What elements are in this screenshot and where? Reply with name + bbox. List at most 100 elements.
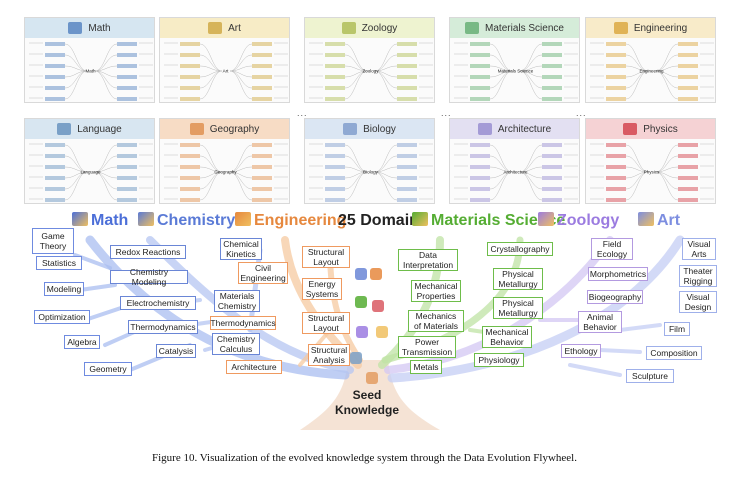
mindmap-center-label: Art [223,69,229,74]
domain-emblem-icon [366,372,378,384]
twig [570,365,620,375]
topic-box-zoology: Field Ecology [591,238,633,260]
domain-title-row: Math Chemistry Engineering 25 Domains Ma… [70,212,710,236]
topic-box-materials: Mechanics of Materials [408,310,464,332]
mindmap-center-label: Engineering [639,69,663,74]
mindmap-preview: Language [25,139,155,204]
topic-box-engineering: Architecture [226,360,282,374]
topic-box-math: Geometry [84,362,132,376]
domain-icon [57,123,71,135]
topic-box-engineering: Structural Layout [302,312,350,334]
topic-box-materials: Data Interpretation [398,249,458,271]
domain-emblem-icon [350,352,362,364]
topic-box-art: Visual Design [679,291,717,313]
domain-emblem-icon [372,300,384,312]
thumbnail-title: Physics [643,124,677,135]
topic-box-materials: Physiology [474,353,524,367]
topic-box-materials: Crystallography [487,242,553,256]
mindmap-preview: Geography [160,139,290,204]
domain-emblem-icon [355,296,367,308]
thumbnail-math: MathMath [24,17,155,103]
domain-icon [343,123,357,135]
figure-caption: Figure 10. Visualization of the evolved … [0,452,729,464]
topic-box-chemistry: Chemistry Modeling [110,270,188,284]
ellipsis: ... [441,108,452,118]
domain-emblem-icon [355,268,367,280]
domain-icon [623,123,637,135]
topic-box-zoology: Morphometrics [588,267,648,281]
topic-box-materials: Mechanical Behavior [482,326,532,348]
mindmap-preview: Biology [305,139,435,204]
thumbnail-header: Biology [305,119,434,139]
topic-box-engineering: Civil Engineering [238,262,288,284]
ellipsis: ... [576,108,587,118]
thumbnail-header: Art [160,18,289,38]
thumbnail-title: Zoology [362,23,398,34]
twig [80,285,115,290]
topic-box-materials: Metals [410,360,442,374]
thumbnail-title: Math [88,23,110,34]
topic-box-chemistry: Electrochemistry [120,296,196,310]
topic-box-math: Algebra [64,335,100,349]
domain-icon [465,22,479,34]
mindmap-center-label: Language [80,170,100,175]
mindmap-preview: Physics [586,139,716,204]
topic-box-zoology: Ethology [561,344,601,358]
topic-box-materials: Physical Metallurgy [493,297,543,319]
mindmap-center-label: Math [85,69,95,74]
topic-box-materials: Physical Metallurgy [493,268,543,290]
thumbnail-title: Materials Science [485,23,564,34]
art-icon [638,212,654,226]
chemistry-icon [138,212,154,226]
topic-box-chemistry: Catalysis [156,344,196,358]
domain-engineering: Engineering [235,212,346,230]
twig [620,325,660,330]
topic-box-engineering: Energy Systems [302,278,342,300]
domain-icon [208,22,222,34]
mindmap-preview: Art [160,38,290,103]
mindmap-center-label: Zoology [362,69,378,74]
math-icon [72,212,88,226]
topic-box-materials: Power Transmission [398,336,456,358]
ellipsis: ... [297,108,308,118]
topic-box-art: Composition [646,346,702,360]
topic-box-math: Game Theory [32,228,74,254]
thumbnail-biology: BiologyBiology [304,118,435,204]
domain-icon [614,22,628,34]
domain-zoology: Zoology [538,212,619,230]
topic-box-engineering: Structural Analysis [308,344,350,366]
thumbnail-title: Biology [363,124,396,135]
thumbnail-title: Geography [210,124,259,135]
thumbnail-title: Language [77,124,122,135]
topic-box-engineering: Structural Layout [302,246,350,268]
topic-box-art: Sculpture [626,369,674,383]
mindmap-center-label: Geography [214,170,236,175]
domain-emblem-icon [370,268,382,280]
topic-box-math: Statistics [36,256,82,270]
materials-science-icon [412,212,428,226]
thumbnail-title: Engineering [634,23,687,34]
domain-emblem-icon [356,326,368,338]
thumbnail-header: Math [25,18,154,38]
mindmap-center-label: Architecture [503,170,527,175]
topic-box-chemistry: Chemical Kinetics [220,238,262,260]
mindmap-preview: Math [25,38,155,103]
topic-box-materials: Mechanical Properties [411,280,461,302]
topic-box-art: Visual Arts [682,238,716,260]
zoology-icon [538,212,554,226]
domain-chemistry: Chemistry [138,212,235,230]
domain-math: Math [72,212,128,230]
mindmap-center-label: Materials Science [498,69,534,74]
topic-box-engineering: Thermodynamics [210,316,276,330]
mindmap-preview: Architecture [450,139,580,204]
domain-emblem-icon [376,326,388,338]
topic-box-art: Film [664,322,690,336]
thumbnail-architecture: ArchitectureArchitecture [449,118,580,204]
